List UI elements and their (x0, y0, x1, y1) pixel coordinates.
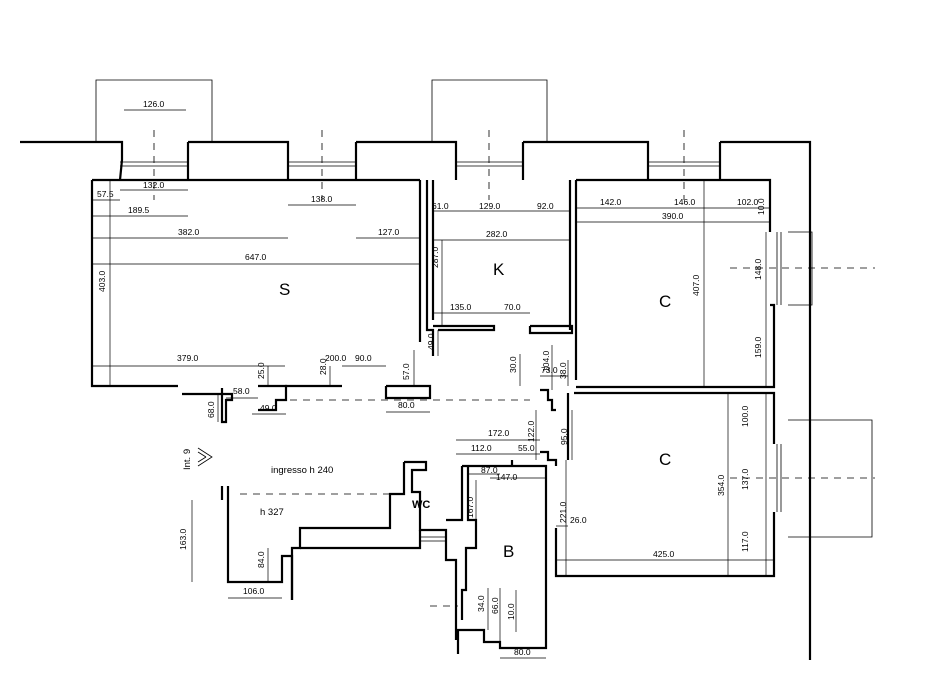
dim-label: 28.0 (318, 358, 328, 375)
dim-label: 70.0 (504, 302, 521, 312)
dim-label: 58.0 (233, 386, 250, 396)
entrance-symbol (197, 447, 213, 467)
dim-label: 90.0 (355, 353, 372, 363)
dim-label: 127.0 (378, 227, 400, 237)
dim-label: 57.0 (401, 363, 411, 380)
dim-label: 172.0 (488, 428, 510, 438)
dim-label: 126.0 (143, 99, 165, 109)
dim-label: 135.0 (450, 302, 472, 312)
dim-label: 87.0 (481, 465, 498, 475)
dim-label: 100.0 (740, 405, 750, 427)
dim-label: 95.0 (559, 428, 569, 445)
dim-label: 38.0 (558, 362, 568, 379)
dim-label: 382.0 (178, 227, 200, 237)
dim-label: 147.0 (496, 472, 518, 482)
dim-label: 129.0 (479, 201, 501, 211)
dim-label: 92.0 (537, 201, 554, 211)
balconies (95, 79, 873, 538)
dim-label: 189.5 (128, 205, 150, 215)
dim-label: 117.0 (740, 531, 750, 552)
dim-label: 122.0 (526, 420, 536, 442)
dim-label: 73.0 (541, 365, 558, 375)
dim-label: 26.0 (570, 515, 587, 525)
dim-label: 25.0 (256, 362, 266, 379)
window-openings (120, 161, 782, 542)
room-label-toilet: WC (412, 499, 430, 511)
dim-label: 159.0 (753, 336, 763, 358)
dim-label: 167.0 (465, 496, 475, 518)
dim-label: 379.0 (177, 353, 199, 363)
dim-label: 354.0 (716, 474, 726, 496)
dim-label: 407.0 (691, 274, 701, 296)
room-label-bathroom: B (503, 542, 514, 561)
dim-label: 200.0 (325, 353, 347, 363)
dim-label: 142.0 (600, 197, 622, 207)
room-label-living: S (279, 280, 290, 299)
dim-label: 68.0 (206, 401, 216, 418)
dimension-labels: 126.0 132.0 57.5 189.5 138.0 382.0 127.0… (97, 99, 766, 657)
dim-label: 10.0 (506, 603, 516, 620)
walls (20, 140, 812, 660)
dim-label: 34.0 (476, 595, 486, 612)
dim-label: 647.0 (245, 252, 267, 262)
axis-lines (153, 130, 875, 607)
dim-label: 106.0 (243, 586, 265, 596)
unit-number-label: Int. 9 (182, 449, 193, 470)
room-label-bedroom-top: C (659, 292, 671, 311)
dim-label: 287.0 (430, 246, 440, 268)
dim-label: 390.0 (662, 211, 684, 221)
ceiling-height-note: h 327 (260, 507, 284, 518)
dim-label: 55.0 (518, 443, 535, 453)
dim-label: 282.0 (486, 229, 508, 239)
dim-label: 112.0 (471, 443, 492, 453)
dim-label: 80.0 (514, 647, 531, 657)
dim-label: 148.0 (753, 258, 763, 280)
room-label-bedroom-bottom: C (659, 450, 671, 469)
dim-label: 66.0 (490, 597, 500, 614)
dim-label: 132.0 (143, 180, 165, 190)
dim-label: 102.0 (737, 197, 759, 207)
dim-label: 146.0 (674, 197, 696, 207)
dim-label: 163.0 (178, 528, 188, 550)
dim-label: 80.0 (398, 400, 415, 410)
dim-label: 425.0 (653, 549, 675, 559)
dim-label: 221.0 (558, 501, 568, 523)
dim-label: 84.0 (256, 551, 266, 568)
entrance-height-note: ingresso h 240 (271, 465, 333, 476)
dim-label: 137.0 (740, 468, 750, 490)
dim-label: 49.0 (426, 333, 436, 350)
dim-label: 138.0 (311, 194, 333, 204)
room-label-kitchen: K (493, 260, 505, 279)
dim-label: 61.0 (432, 201, 449, 211)
dim-label: 403.0 (97, 270, 107, 292)
dim-label: 104.0 (541, 350, 551, 372)
dimension-lines (92, 109, 774, 659)
dim-label: 49.0 (260, 403, 277, 413)
dim-label: 30.0 (508, 356, 518, 373)
dim-label: 10.0 (756, 198, 766, 215)
dim-label: 57.5 (97, 189, 114, 199)
